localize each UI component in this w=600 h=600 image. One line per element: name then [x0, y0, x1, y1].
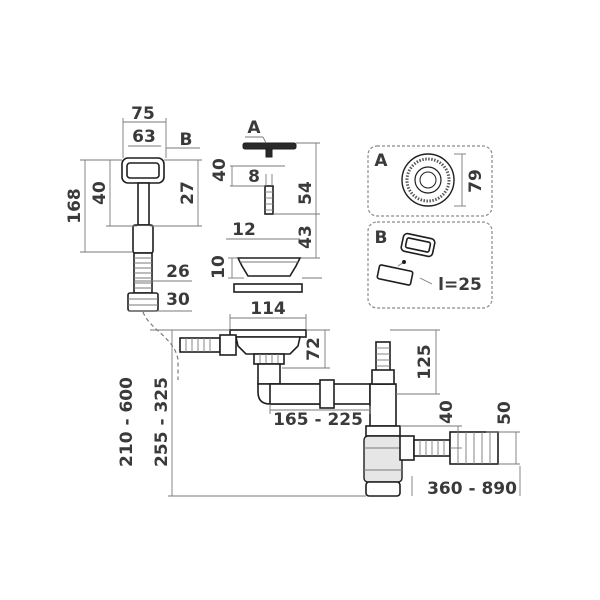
overflow-cover-inner	[126, 162, 160, 179]
drain-downpipe	[257, 363, 281, 385]
main-drain-assembly	[179, 329, 499, 497]
plug-stem-top	[265, 148, 273, 158]
plug-screw	[264, 185, 274, 215]
dim-40-mid: 40	[210, 158, 230, 182]
dim-40-left: 40	[90, 181, 110, 205]
dim-27: 27	[178, 181, 198, 205]
detail-a-label: A	[374, 151, 388, 171]
detail-panel-a	[367, 145, 493, 217]
dim-10: 10	[209, 255, 229, 279]
overflow-dimensions	[80, 118, 202, 312]
detail-panel-b	[367, 221, 493, 309]
dim-165-225: 165 - 225	[273, 410, 363, 430]
strainer-plug	[242, 142, 297, 215]
drain-body	[235, 336, 301, 355]
overflow-hose-path	[142, 311, 179, 380]
dim-40-right: 40	[437, 400, 457, 424]
dim-43: 43	[296, 225, 316, 249]
dim-168: 168	[65, 188, 85, 224]
detail-b-label: B	[375, 228, 388, 248]
dim-8: 8	[248, 167, 260, 187]
strainer-gasket	[233, 283, 303, 293]
dim-360-890: 360 - 890	[427, 479, 517, 499]
dim-75: 75	[131, 104, 155, 124]
dim-26: 26	[166, 262, 190, 282]
overflow-insert-detail	[376, 264, 414, 286]
callout-a: A	[247, 118, 261, 138]
strainer-dimensions-top	[226, 136, 320, 259]
dim-63: 63	[132, 127, 156, 147]
basket-dimensions	[228, 257, 322, 279]
dim-l-25: l=25	[438, 275, 482, 295]
callout-b: B	[180, 130, 193, 150]
dishwasher-inlet	[371, 341, 395, 385]
strainer-basket	[233, 257, 303, 293]
overflow-corrugated-hose	[133, 252, 153, 294]
overflow-nut	[127, 292, 159, 312]
trap-cap	[365, 481, 401, 497]
trap-outlet-nut	[399, 435, 415, 461]
overflow-assembly	[121, 157, 179, 380]
overflow-neck	[137, 182, 150, 226]
sink-flange	[229, 329, 307, 338]
dim-12: 12	[232, 220, 256, 240]
overflow-pipe	[132, 224, 154, 254]
dim-125: 125	[415, 344, 435, 380]
bottle-trap	[363, 435, 403, 483]
dim-210-600: 210 - 600	[117, 377, 137, 467]
trap-nut-top	[365, 425, 401, 437]
dim-54: 54	[296, 181, 316, 205]
main-dimensions	[150, 329, 521, 497]
drain-nut	[253, 353, 285, 365]
overflow-inlet-nozzle	[179, 334, 237, 356]
dim-114: 114	[250, 299, 286, 319]
dim-72: 72	[304, 337, 324, 361]
pipe-connector	[319, 379, 335, 409]
dim-255-325: 255 - 325	[152, 377, 172, 467]
plug-cap	[242, 142, 297, 150]
dim-79: 79	[466, 169, 486, 193]
dim-30: 30	[166, 290, 190, 310]
siphon-riser	[369, 383, 397, 427]
dim-50: 50	[495, 401, 515, 425]
